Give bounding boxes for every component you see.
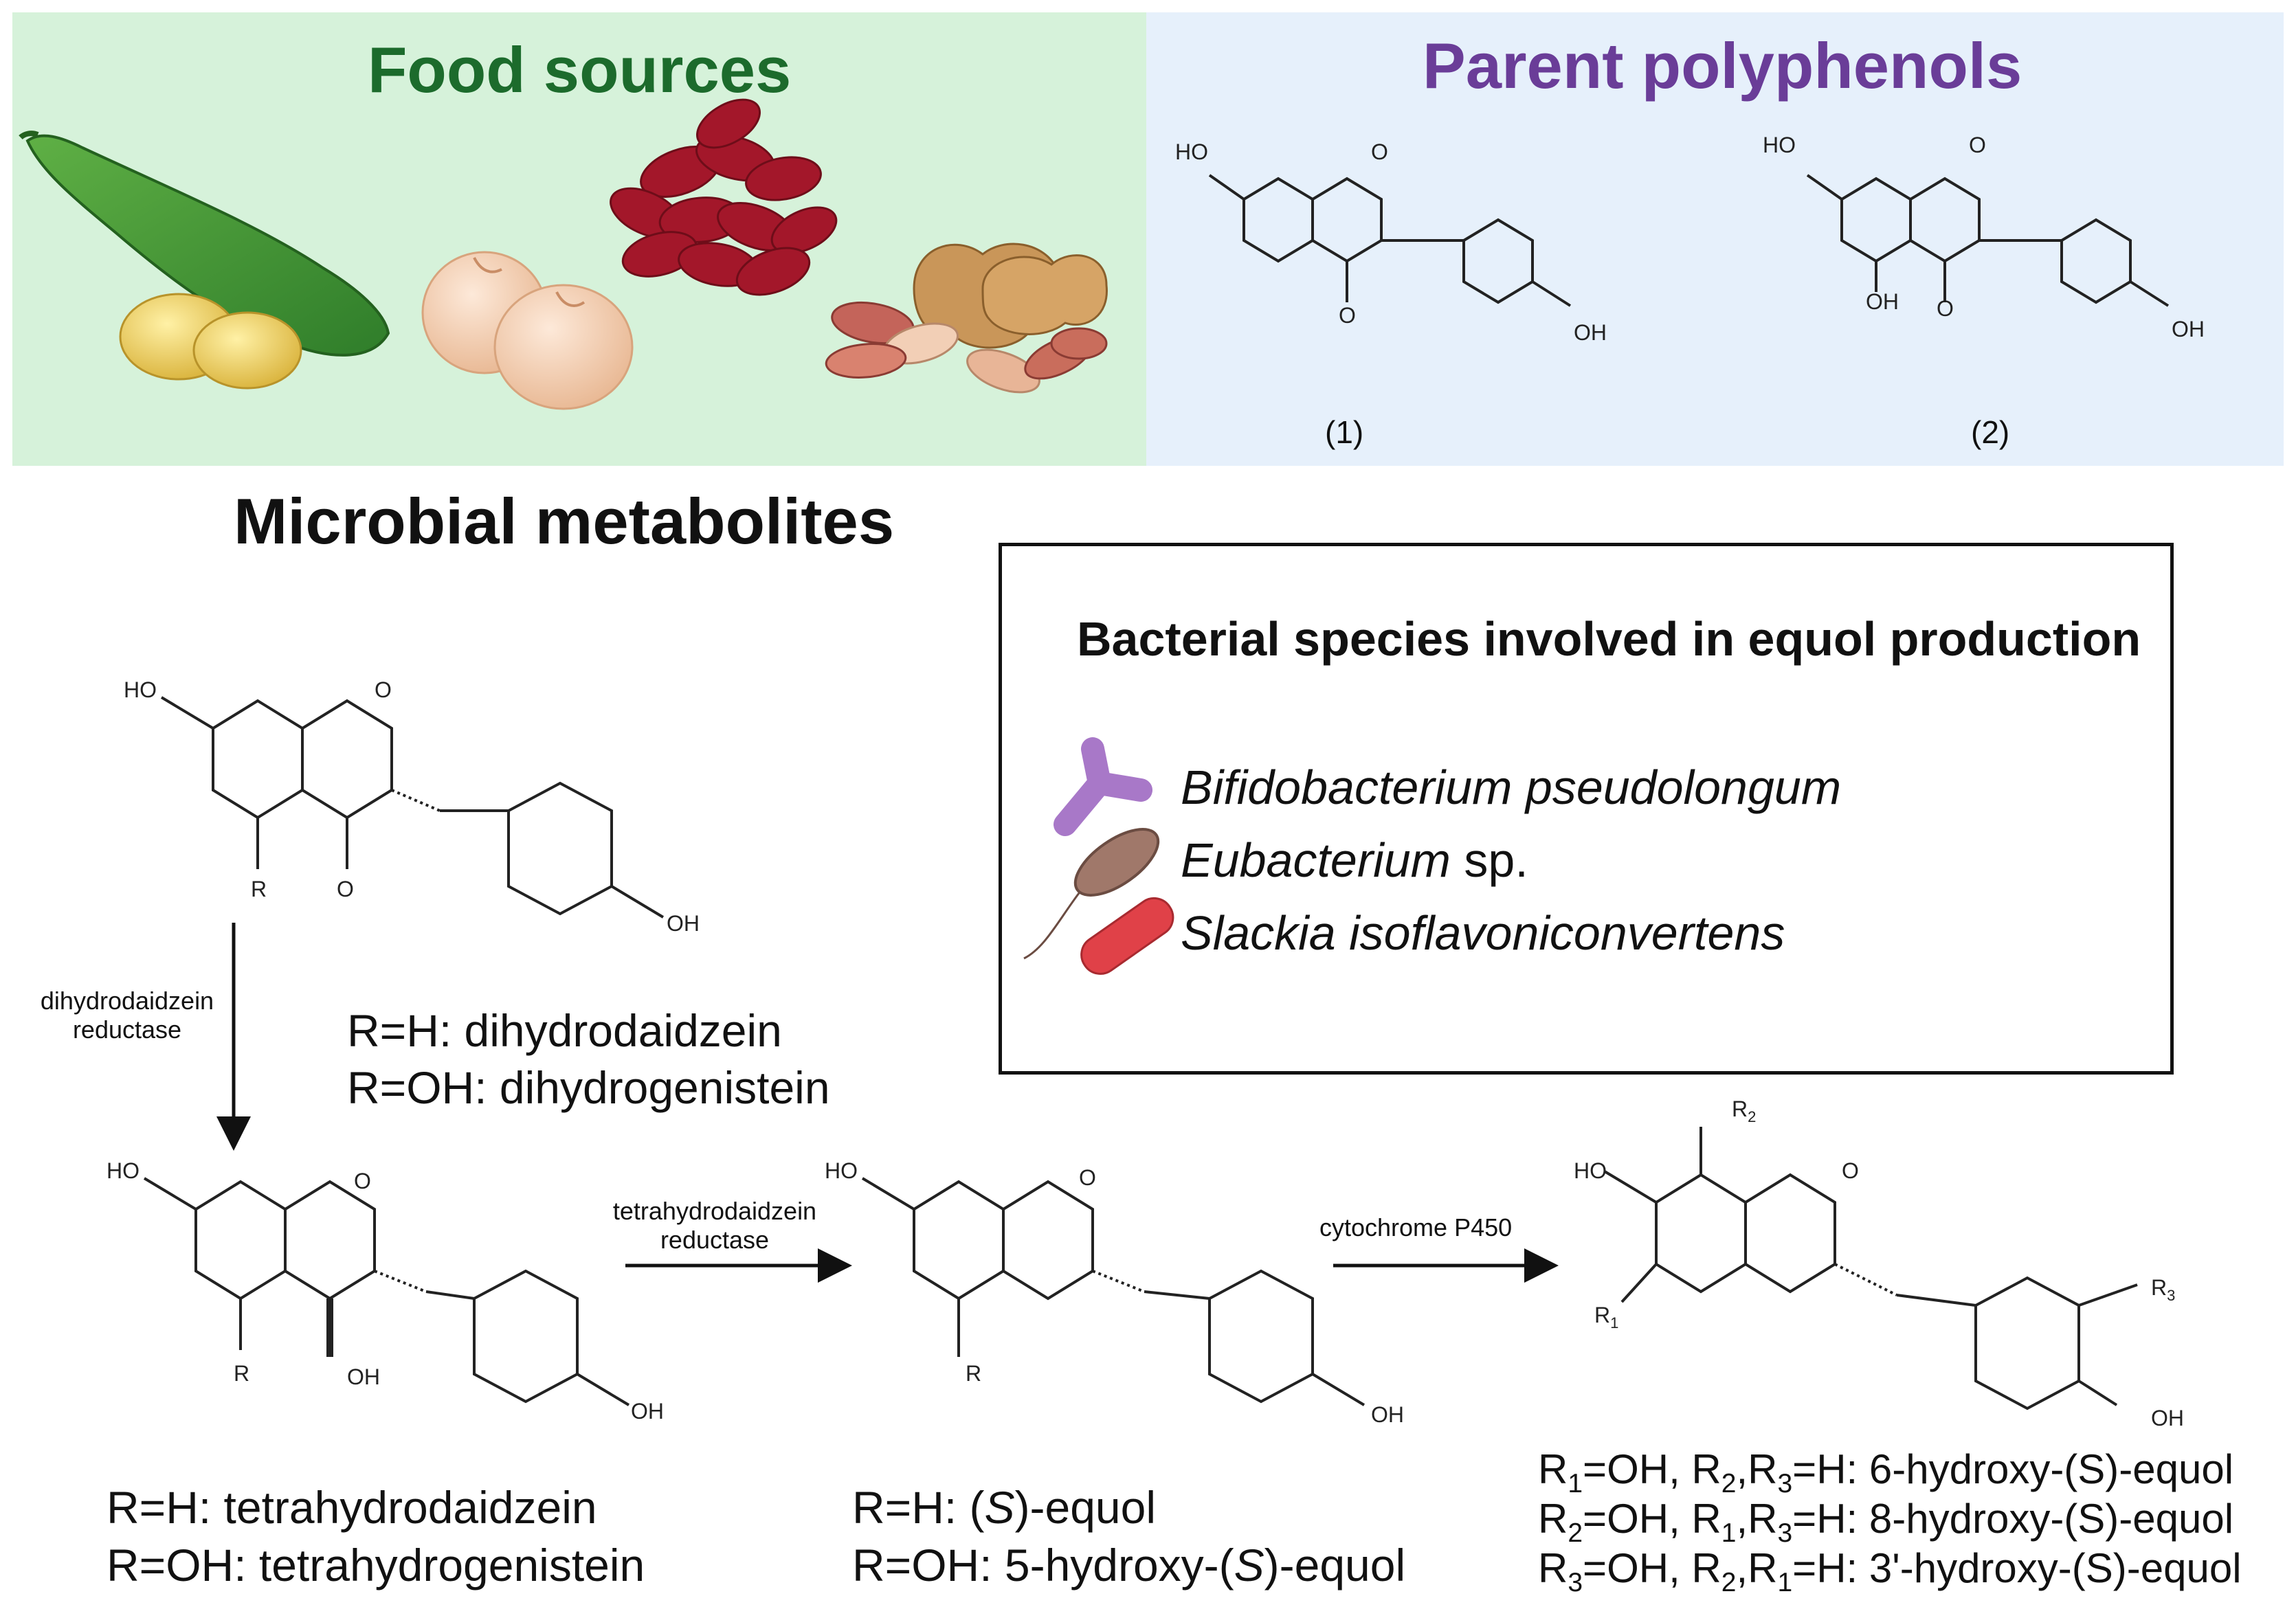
5-hydroxy-s-equol-label: R=OH: 5-hydroxy-(S)-equol: [852, 1540, 1406, 1591]
svg-text:HO: HO: [1175, 139, 1208, 164]
food-sources-title: Food sources: [368, 34, 792, 106]
compound-1-label: (1): [1325, 414, 1364, 450]
3-hydroxy-equol-label: R3=OH, R2,R1=H: 3'-hydroxy-(S)-equol: [1538, 1545, 2242, 1597]
structure-dihydro: [160, 696, 665, 919]
parent-polyphenols-title: Parent polyphenols: [1423, 30, 2022, 102]
structure-equol: [861, 1177, 1366, 1406]
svg-text:HO: HO: [825, 1158, 858, 1183]
tetrahydrogenistein-label: R=OH: tetrahydrogenistein: [107, 1540, 645, 1591]
structure-hydroxy-equol: [1603, 1127, 2138, 1411]
6-hydroxy-equol-label: R1=OH, R2,R3=H: 6-hydroxy-(S)-equol: [1538, 1446, 2234, 1498]
microbial-metabolites-title: Microbial metabolites: [234, 485, 895, 557]
svg-text:R2: R2: [1732, 1097, 1756, 1125]
svg-text:R1: R1: [1594, 1303, 1618, 1331]
bacterial-species-box: [999, 543, 2174, 1075]
svg-text:O: O: [1339, 303, 1356, 328]
svg-text:O: O: [1937, 296, 1954, 321]
atom-labels: HO O O OH HO O O OH OH HO O O R OH HO O …: [107, 133, 2205, 1430]
species-box-title: Bacterial species involved in equol prod…: [1077, 612, 2141, 666]
svg-text:OH: OH: [631, 1399, 664, 1424]
svg-text:R: R: [234, 1361, 249, 1386]
svg-text:O: O: [1371, 139, 1388, 164]
chemical-structures: [143, 174, 2170, 1411]
species-bifidobacterium: Bifidobacterium pseudolongum: [1181, 761, 1842, 814]
svg-text:OH: OH: [347, 1364, 380, 1389]
svg-text:OH: OH: [2172, 317, 2205, 341]
structure-compound-2: [1806, 174, 2170, 307]
svg-text:O: O: [1079, 1165, 1096, 1190]
s-equol-label: R=H: (S)-equol: [852, 1482, 1157, 1533]
compound-2-label: (2): [1971, 414, 2010, 450]
species-eubacterium: Eubacterium sp.: [1181, 833, 1528, 887]
tetrahydrodaidzein-label: R=H: tetrahydrodaidzein: [107, 1482, 597, 1533]
chickpea-icon: [421, 251, 634, 410]
species-slackia: Slackia isoflavoniconvertens: [1181, 906, 1785, 960]
eubacterium-icon: [1023, 828, 1160, 960]
svg-text:HO: HO: [107, 1158, 140, 1183]
svg-text:OH: OH: [1371, 1402, 1404, 1427]
svg-text:HO: HO: [1763, 133, 1796, 157]
svg-text:O: O: [375, 677, 392, 702]
svg-text:OH: OH: [2151, 1406, 2184, 1430]
kidney-bean-icon: [610, 98, 838, 296]
svg-text:HO: HO: [1574, 1158, 1607, 1183]
slackia-icon: [1080, 897, 1174, 975]
svg-text:O: O: [354, 1169, 371, 1193]
structure-tetrahydro: [143, 1177, 630, 1406]
svg-text:O: O: [1842, 1158, 1859, 1183]
svg-text:HO: HO: [124, 677, 157, 702]
svg-text:R: R: [251, 877, 267, 901]
svg-text:R: R: [966, 1361, 981, 1386]
svg-text:R3: R3: [2151, 1275, 2175, 1304]
soybean-pod-icon: [19, 131, 390, 390]
dihydrodaidzein-label: R=H: dihydrodaidzein: [347, 1005, 782, 1056]
8-hydroxy-equol-label: R2=OH, R1,R3=H: 8-hydroxy-(S)-equol: [1538, 1496, 2234, 1548]
svg-text:O: O: [337, 877, 354, 901]
bifidobacterium-icon: [1054, 737, 1152, 836]
parent-polyphenols-panel: [1146, 12, 2284, 466]
svg-text:OH: OH: [667, 911, 700, 936]
structure-compound-1: [1208, 174, 1572, 307]
peanut-icon: [825, 243, 1108, 394]
svg-text:OH: OH: [1866, 289, 1899, 314]
dihydrogenistein-label: R=OH: dihydrogenistein: [347, 1062, 830, 1113]
cytochrome-p450-label: cytochrome P450: [1319, 1213, 1513, 1241]
svg-text:OH: OH: [1574, 320, 1607, 345]
svg-text:O: O: [1969, 133, 1986, 157]
